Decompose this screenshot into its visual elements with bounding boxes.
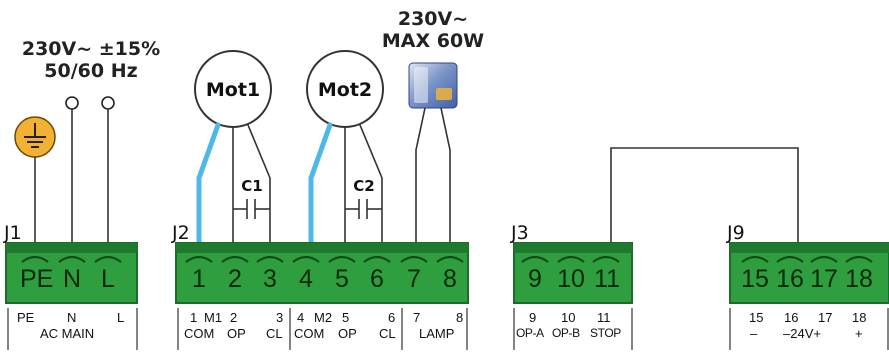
caption-op-a: OP-A <box>516 326 544 340</box>
lamp-rating-label: 230V~ MAX 60W <box>375 8 491 52</box>
caption-m2: M2 <box>314 310 333 325</box>
terminal-10: 10 <box>557 265 585 293</box>
caption-m1: M1 <box>204 310 223 325</box>
capacitor-c2-label: C2 <box>353 177 374 195</box>
capacitor-c1-label: C1 <box>241 177 262 195</box>
terminal-6: 6 <box>370 265 384 293</box>
caption-op2: OP <box>338 326 357 341</box>
caption-t1: 1 <box>190 310 198 325</box>
motor1-label: Mot1 <box>206 79 260 101</box>
terminal-11: 11 <box>594 265 620 293</box>
neutral-terminal-icon <box>65 96 79 110</box>
caption-t10: 10 <box>561 310 576 325</box>
block-label-j2: J2 <box>172 222 190 244</box>
caption-24v: –24V+ <box>783 326 821 341</box>
block-label-j3: J3 <box>511 222 529 244</box>
caption-pe: PE <box>17 310 35 325</box>
terminal-7: 7 <box>407 265 421 293</box>
supply-frequency-line: 50/60 Hz <box>44 60 138 82</box>
terminal-screws <box>21 255 873 263</box>
supply-voltage-line: 230V~ ±15% <box>21 38 161 60</box>
terminal-n: N <box>62 265 82 293</box>
caption-t8: 8 <box>456 310 464 325</box>
terminal-1: 1 <box>192 265 206 293</box>
block-label-j1: J1 <box>4 222 22 244</box>
caption-t5: 5 <box>342 310 350 325</box>
caption-com2: COM <box>294 326 325 341</box>
terminal-9: 9 <box>528 265 542 293</box>
capacitor-c2-icon <box>345 199 382 219</box>
stop-bridge-wire <box>610 147 799 243</box>
terminal-17: 17 <box>810 265 838 293</box>
caption-cl1: CL <box>266 326 283 341</box>
terminal-block-j9 <box>729 242 889 304</box>
caption-t11: 11 <box>597 310 611 325</box>
terminal-block-j2 <box>175 242 469 304</box>
motor2-wires <box>308 122 383 246</box>
terminal-2: 2 <box>228 265 242 293</box>
caption-cl2: CL <box>379 326 396 341</box>
terminal-4: 4 <box>299 265 313 293</box>
caption-t15: 15 <box>749 310 764 325</box>
caption-t3: 3 <box>276 310 284 325</box>
lamp-voltage-line: 230V~ <box>397 8 469 30</box>
caption-n: N <box>67 310 77 325</box>
j1-wires <box>34 109 109 243</box>
caption-l: L <box>117 310 125 325</box>
terminal-l: L <box>101 265 115 293</box>
line-terminal-icon <box>101 96 115 110</box>
motor2-label: Mot2 <box>318 79 372 101</box>
caption-t6: 6 <box>388 310 396 325</box>
lamp-wires <box>415 107 451 243</box>
caption-t9: 9 <box>529 310 537 325</box>
caption-brackets <box>7 308 889 350</box>
terminal-15: 15 <box>741 265 769 293</box>
caption-op-b: OP-B <box>552 326 580 340</box>
terminal-5: 5 <box>335 265 349 293</box>
lamp-power-line: MAX 60W <box>381 30 485 52</box>
caption-stop: STOP <box>590 326 621 340</box>
block-label-j9: J9 <box>727 222 745 244</box>
terminal-18: 18 <box>845 265 873 293</box>
caption-t2: 2 <box>230 310 238 325</box>
caption-op1: OP <box>227 326 246 341</box>
caption-com1: COM <box>184 326 215 341</box>
terminal-pe: PE <box>20 265 54 293</box>
terminal-3: 3 <box>263 265 277 293</box>
terminal-block-j1 <box>5 242 138 304</box>
caption-plus: + <box>855 326 863 341</box>
caption-t17: 17 <box>818 310 833 325</box>
motor1-wires <box>196 122 271 246</box>
terminal-16: 16 <box>776 265 804 293</box>
terminal-8: 8 <box>443 265 457 293</box>
terminal-block-j3 <box>513 242 633 304</box>
supply-voltage-label: 230V~ ±15% 50/60 Hz <box>16 38 166 82</box>
caption-minus: – <box>750 326 758 341</box>
flashing-lamp-icon <box>408 62 458 109</box>
caption-t16: 16 <box>784 310 799 325</box>
caption-t18: 18 <box>852 310 867 325</box>
caption-t4: 4 <box>297 310 305 325</box>
caption-lamp: LAMP <box>419 326 455 341</box>
caption-t7: 7 <box>413 310 421 325</box>
caption-ac-main: AC MAIN <box>40 326 95 341</box>
capacitor-c1-icon <box>233 199 270 219</box>
ground-icon <box>14 116 56 158</box>
